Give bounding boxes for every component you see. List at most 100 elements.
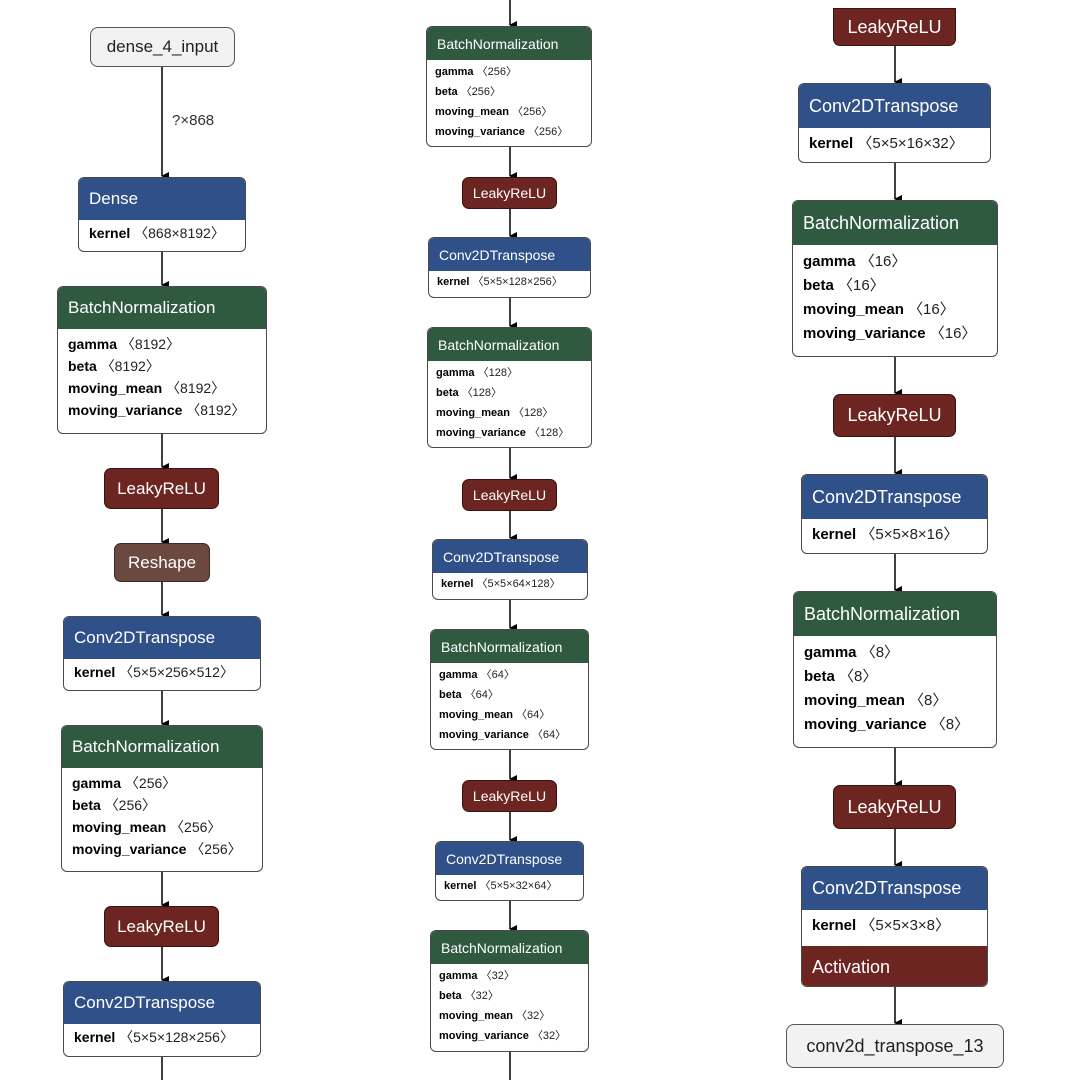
node-attributes: gamma 〈8〉 beta 〈8〉 moving_mean 〈8〉 movin… bbox=[794, 636, 996, 736]
node-header: BatchNormalization bbox=[793, 201, 997, 245]
conv2dtranspose-node[interactable]: Conv2DTranspose kernel 〈5×5×128×256〉 bbox=[428, 237, 591, 298]
leakyrelu-node[interactable]: LeakyReLU bbox=[462, 479, 557, 511]
conv2dtranspose-node[interactable]: Conv2DTranspose kernel 〈5×5×256×512〉 bbox=[63, 616, 261, 691]
attr-shape: 〈16〉 bbox=[929, 325, 977, 342]
attr-shape: 〈8192〉 bbox=[186, 402, 246, 418]
attr-name: moving_mean bbox=[804, 692, 905, 709]
node-attributes: kernel 〈5×5×16×32〉 bbox=[799, 128, 990, 155]
attr-name: moving_mean bbox=[439, 1010, 513, 1022]
node-header: BatchNormalization bbox=[794, 592, 996, 636]
attr-name: kernel bbox=[444, 880, 477, 892]
node-header: Conv2DTranspose bbox=[429, 238, 590, 271]
attr-shape: 〈64〉 bbox=[516, 709, 551, 721]
node-attributes: gamma 〈64〉 beta 〈64〉 moving_mean 〈64〉 mo… bbox=[431, 663, 588, 741]
conv2dtranspose-node[interactable]: Conv2DTranspose kernel 〈5×5×8×16〉 bbox=[801, 474, 988, 554]
attr-shape: 〈868×8192〉 bbox=[134, 225, 225, 241]
batchnorm-node[interactable]: BatchNormalization gamma 〈8192〉 beta 〈81… bbox=[57, 286, 267, 434]
attr-shape: 〈16〉 bbox=[838, 277, 885, 294]
node-attributes: gamma 〈8192〉 beta 〈8192〉 moving_mean 〈81… bbox=[58, 329, 266, 421]
leakyrelu-node[interactable]: LeakyReLU bbox=[833, 394, 956, 437]
attr-name: moving_variance bbox=[439, 729, 529, 741]
leakyrelu-node[interactable]: LeakyReLU bbox=[833, 785, 956, 829]
attr-shape: 〈256〉 bbox=[190, 841, 242, 857]
node-attributes: gamma 〈128〉 beta 〈128〉 moving_mean 〈128〉… bbox=[428, 361, 591, 439]
attr-name: moving_variance bbox=[435, 126, 525, 138]
node-header: Conv2DTranspose bbox=[433, 540, 587, 573]
attr-shape: 〈5×5×128×256〉 bbox=[119, 1029, 234, 1045]
batchnorm-node[interactable]: BatchNormalization gamma 〈256〉 beta 〈256… bbox=[426, 26, 592, 147]
output-node[interactable]: conv2d_transpose_13 bbox=[786, 1024, 1004, 1068]
attr-shape: 〈64〉 bbox=[531, 729, 567, 741]
attr-shape: 〈32〉 bbox=[480, 970, 515, 982]
dense-node[interactable]: Dense kernel 〈868×8192〉 bbox=[78, 177, 246, 252]
attr-name: kernel bbox=[437, 276, 470, 288]
input-node[interactable]: dense_4_input bbox=[90, 27, 235, 67]
batchnorm-node[interactable]: BatchNormalization gamma 〈8〉 beta 〈8〉 mo… bbox=[793, 591, 997, 748]
node-attributes: kernel 〈5×5×8×16〉 bbox=[802, 519, 987, 546]
batchnorm-node[interactable]: BatchNormalization gamma 〈128〉 beta 〈128… bbox=[427, 327, 592, 448]
attr-name: gamma bbox=[439, 669, 478, 681]
node-header: BatchNormalization bbox=[431, 931, 588, 964]
conv2dtranspose-node[interactable]: Conv2DTranspose kernel 〈5×5×32×64〉 bbox=[435, 841, 584, 901]
attr-shape: 〈256〉 bbox=[476, 66, 517, 78]
attr-name: beta bbox=[72, 797, 101, 813]
node-header: Conv2DTranspose bbox=[436, 842, 583, 875]
attr-name: gamma bbox=[68, 336, 118, 352]
node-header: Conv2DTranspose bbox=[799, 84, 990, 128]
node-attributes: gamma 〈256〉 beta 〈256〉 moving_mean 〈256〉… bbox=[427, 60, 591, 138]
node-header: BatchNormalization bbox=[58, 287, 266, 329]
attr-shape: 〈32〉 bbox=[516, 1010, 551, 1022]
attr-shape: 〈8〉 bbox=[860, 644, 900, 661]
node-attributes: kernel 〈5×5×128×256〉 bbox=[64, 1024, 260, 1048]
node-header: BatchNormalization bbox=[427, 27, 591, 60]
attr-shape: 〈16〉 bbox=[859, 253, 907, 270]
node-header: BatchNormalization bbox=[62, 726, 262, 768]
leakyrelu-node[interactable]: LeakyReLU bbox=[462, 177, 557, 209]
conv2dtranspose-node[interactable]: Conv2DTranspose kernel 〈5×5×128×256〉 bbox=[63, 981, 261, 1057]
attr-name: kernel bbox=[89, 225, 131, 241]
batchnorm-node[interactable]: BatchNormalization gamma 〈32〉 beta 〈32〉 … bbox=[430, 930, 589, 1052]
attr-name: moving_variance bbox=[72, 841, 187, 857]
batchnorm-node[interactable]: BatchNormalization gamma 〈256〉 beta 〈256… bbox=[61, 725, 263, 872]
attr-name: moving_mean bbox=[68, 380, 163, 396]
node-header: Conv2DTranspose bbox=[802, 867, 987, 910]
attr-name: moving_variance bbox=[439, 1030, 529, 1042]
attr-shape: 〈256〉 bbox=[527, 126, 569, 138]
attr-shape: 〈64〉 bbox=[464, 689, 499, 701]
attr-name: beta bbox=[439, 689, 462, 701]
leakyrelu-node[interactable]: LeakyReLU bbox=[104, 468, 219, 509]
attr-name: beta bbox=[68, 358, 97, 374]
attr-shape: 〈5×5×8×16〉 bbox=[860, 526, 959, 543]
attr-name: moving_mean bbox=[439, 709, 513, 721]
node-attributes: kernel 〈5×5×32×64〉 bbox=[436, 875, 583, 892]
attr-shape: 〈5×5×256×512〉 bbox=[119, 664, 234, 680]
leakyrelu-node[interactable]: LeakyReLU bbox=[104, 906, 219, 947]
attr-shape: 〈5×5×32×64〉 bbox=[479, 880, 558, 892]
batchnorm-node[interactable]: BatchNormalization gamma 〈16〉 beta 〈16〉 … bbox=[792, 200, 998, 357]
attr-name: moving_mean bbox=[436, 407, 510, 419]
attr-shape: 〈8〉 bbox=[839, 668, 878, 685]
attr-name: moving_mean bbox=[803, 301, 904, 318]
conv2dtranspose-node[interactable]: Conv2DTranspose kernel 〈5×5×16×32〉 bbox=[798, 83, 991, 163]
attr-shape: 〈16〉 bbox=[908, 301, 955, 318]
attr-name: beta bbox=[435, 86, 458, 98]
attr-name: beta bbox=[804, 668, 835, 685]
attr-shape: 〈256〉 bbox=[512, 106, 553, 118]
node-attributes: gamma 〈256〉 beta 〈256〉 moving_mean 〈256〉… bbox=[62, 768, 262, 860]
leakyrelu-node[interactable]: LeakyReLU bbox=[833, 8, 956, 46]
node-attributes: kernel 〈5×5×256×512〉 bbox=[64, 659, 260, 683]
attr-name: moving_mean bbox=[72, 819, 167, 835]
batchnorm-node[interactable]: BatchNormalization gamma 〈64〉 beta 〈64〉 … bbox=[430, 629, 589, 750]
conv2dtranspose-node[interactable]: Conv2DTranspose kernel 〈5×5×64×128〉 bbox=[432, 539, 588, 600]
node-header: Conv2DTranspose bbox=[64, 617, 260, 659]
attr-name: beta bbox=[803, 277, 834, 294]
node-header: Conv2DTranspose bbox=[64, 982, 260, 1024]
activation-section: Activation bbox=[802, 946, 987, 986]
conv2dtranspose-node[interactable]: Conv2DTranspose kernel 〈5×5×3×8〉 Activat… bbox=[801, 866, 988, 987]
attr-shape: 〈256〉 bbox=[460, 86, 502, 98]
attr-shape: 〈256〉 bbox=[170, 819, 222, 835]
node-attributes: kernel 〈5×5×3×8〉 bbox=[802, 910, 987, 946]
attr-shape: 〈128〉 bbox=[461, 387, 503, 399]
leakyrelu-node[interactable]: LeakyReLU bbox=[462, 780, 557, 812]
reshape-node[interactable]: Reshape bbox=[114, 543, 210, 582]
